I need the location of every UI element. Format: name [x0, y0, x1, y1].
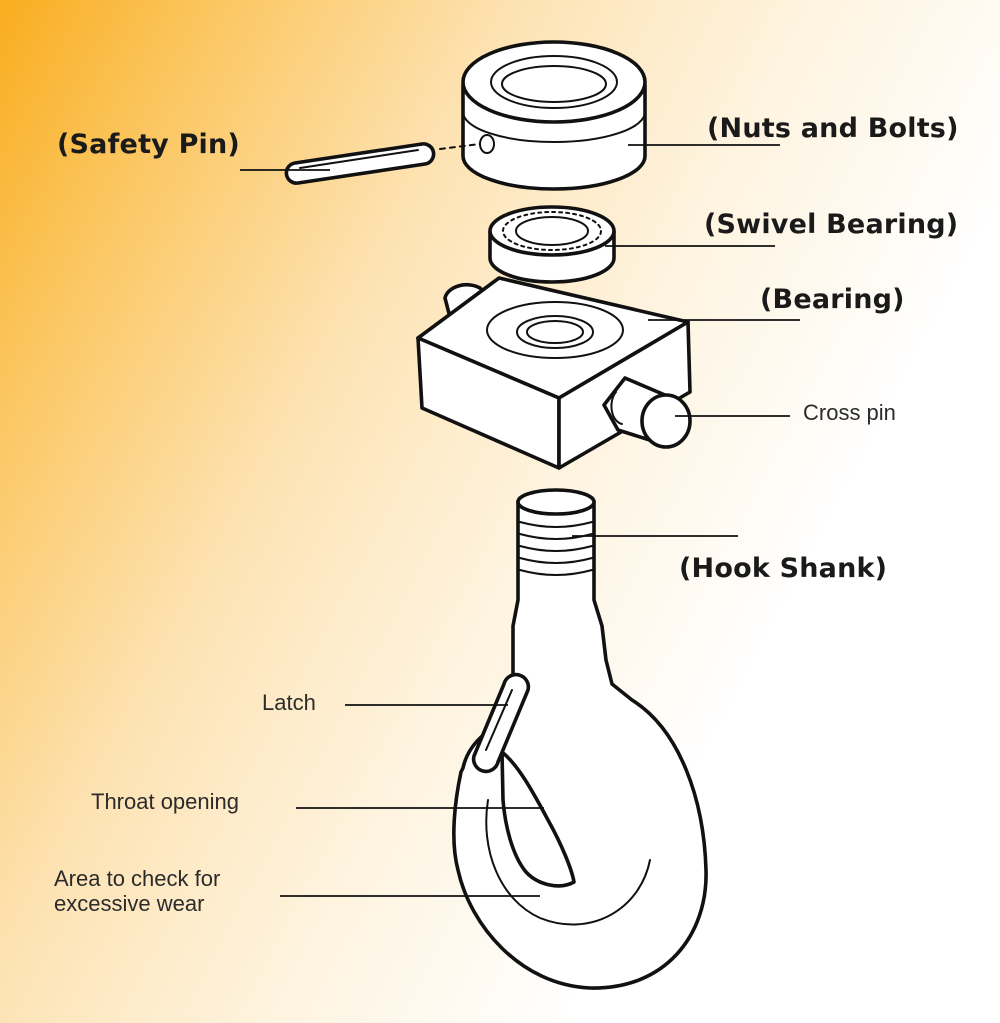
label-hook-shank: (Hook Shank) [679, 553, 888, 584]
label-nuts-and-bolts: (Nuts and Bolts) [707, 113, 959, 144]
label-latch: Latch [262, 690, 316, 715]
safety-pin-part [284, 142, 436, 185]
label-bearing: (Bearing) [760, 284, 905, 315]
label-wear-area-line2: excessive wear [54, 891, 205, 917]
label-safety-pin: (Safety Pin) [57, 129, 240, 160]
hook-part [452, 488, 708, 990]
label-wear-area: Area to check for excessive wear [54, 866, 220, 917]
nut-part [439, 40, 647, 191]
label-cross-pin: Cross pin [803, 400, 896, 425]
label-swivel-bearing: (Swivel Bearing) [704, 209, 959, 240]
cross-pin-part [602, 376, 692, 449]
label-throat-opening: Throat opening [91, 789, 239, 814]
label-wear-area-line1: Area to check for [54, 866, 221, 891]
swivel-bearing-part [488, 205, 616, 284]
